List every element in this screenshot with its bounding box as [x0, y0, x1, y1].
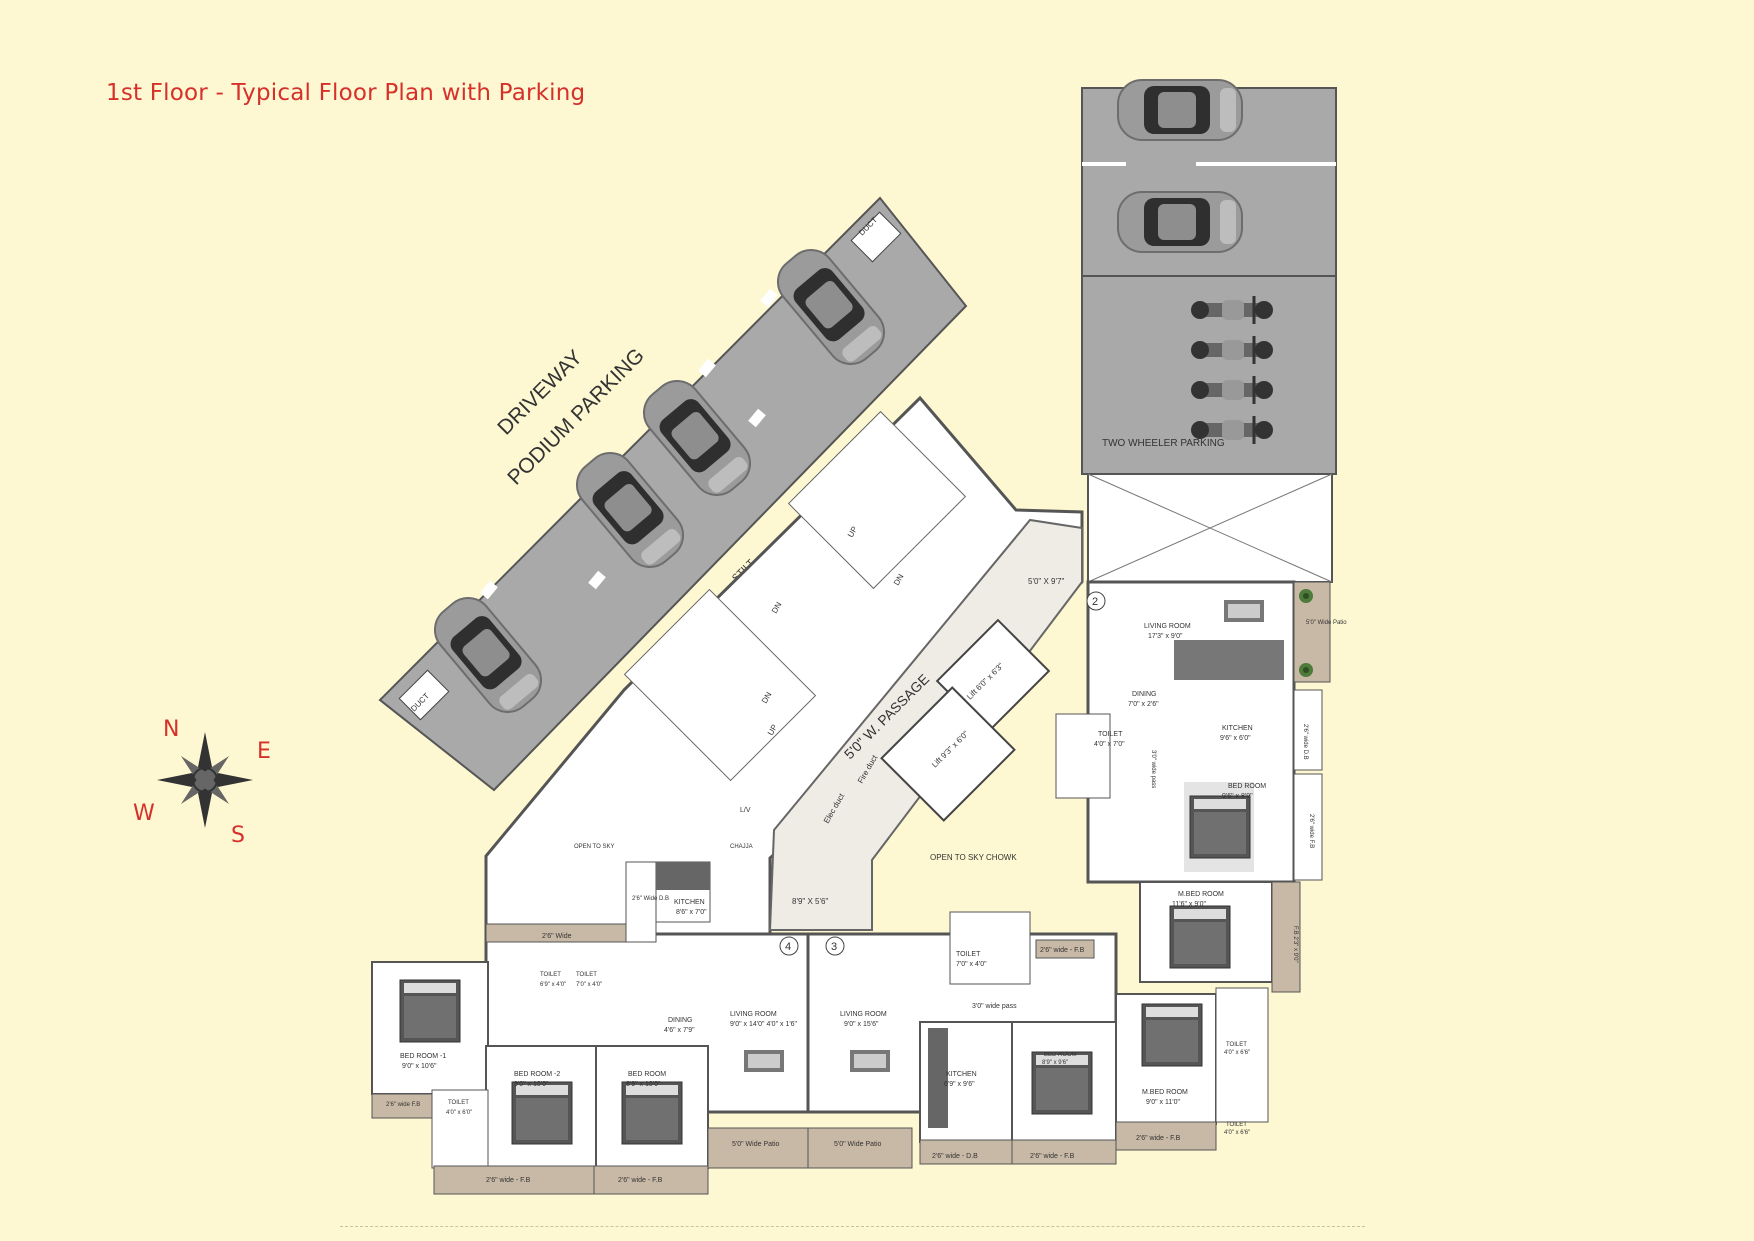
flat-2-bed: BED ROOM — [1228, 783, 1266, 790]
flat-3-kitchen: KITCHEN — [946, 1071, 977, 1078]
open-chowk-label: OPEN TO SKY CHOWK — [930, 853, 1017, 862]
flat-3-living-size: 9'0" x 15'6" — [844, 1021, 879, 1028]
flat-4-dining-size: 4'6" x 7'9" — [664, 1027, 695, 1034]
flat-2: 2 LIVING ROOM 17'3" x 9'0" 5'0" Wide Pat… — [1055, 580, 1347, 993]
flat-4-bed1: BED ROOM -1 — [400, 1053, 446, 1060]
flat-3-number: 3 — [831, 941, 837, 953]
open-sky-label: OPEN TO SKY — [574, 844, 614, 850]
passage-size: 5'0" X 9'7" — [1028, 577, 1064, 586]
flat-3-mbed-size: 9'0" x 11'0" — [1146, 1099, 1180, 1106]
flat-4-toilet3: TOILET — [448, 1100, 469, 1106]
flat-2-fb: 2'6" wide F.B — [1308, 814, 1314, 848]
flat-3-pass: 3'0" wide pass — [972, 1003, 1017, 1010]
flat-4-bed3-size: 8'9" x 10'0" — [626, 1081, 661, 1088]
flat-4-bed3: BED ROOM — [628, 1071, 666, 1078]
flat-2-patio: 5'0" Wide Patio — [1306, 620, 1347, 626]
flat-4-fb1: 2'6" wide F.B — [386, 1102, 420, 1108]
flat-3-patio: 5'0" Wide Patio — [834, 1141, 882, 1148]
chajja-label: CHAJJA — [730, 844, 753, 850]
flat-2-dining-size: 7'0" x 2'6" — [1128, 701, 1159, 708]
car-icon — [1117, 191, 1243, 253]
flat-3-toilet2: TOILET — [1226, 1042, 1247, 1048]
flat-3-fb: 2'6" wide - F.B — [1030, 1153, 1075, 1160]
flat-4-living-size: 9'0" x 14'0" 4'0" x 1'6" — [730, 1021, 798, 1028]
compass-north: N — [163, 717, 179, 742]
flat-2-living-size: 17'3" x 9'0" — [1148, 633, 1183, 640]
flat-2-mbed-size: 11'6" x 9'0" — [1172, 901, 1206, 908]
flat-4-db: 2'6" Wide D.B — [632, 896, 669, 902]
flat-3-fb3: 2'6" wide - F.B — [1040, 947, 1085, 954]
flat-4-toilet1: TOILET — [540, 972, 561, 978]
flat-4-bed2-size: 9'0" x 10'0" — [514, 1081, 549, 1088]
central-core: 5'0" W. PASSAGE 5'0" X 9'7" Lift 6'0" x … — [484, 395, 1084, 936]
flat-4-bed1-size: 9'0" x 10'6" — [402, 1063, 437, 1070]
stilt-parking: TWO WHEELER PARKING — [1081, 79, 1337, 583]
flat-3-toilet3: TOILET — [1226, 1122, 1247, 1128]
flat-2-fb2: F.B 2'3" x 9'0" — [1292, 926, 1298, 963]
flat-2-toilet-size: 4'0" x 7'0" — [1094, 741, 1125, 748]
flat-4-toilet2-size: 7'0" x 4'0" — [576, 982, 602, 988]
flat-4-number: 4 — [785, 941, 791, 953]
lv-label: L/V — [740, 807, 751, 814]
flat-4-living: LIVING ROOM — [730, 1011, 777, 1018]
flat-2-living: LIVING ROOM — [1144, 623, 1191, 630]
page-title: 1st Floor - Typical Floor Plan with Park… — [106, 80, 586, 106]
flat-2-kitchen-size: 9'6" x 6'0" — [1220, 735, 1251, 742]
flat-3-marker — [825, 936, 845, 956]
compass-south: S — [231, 823, 245, 848]
flat-3-living: LIVING ROOM — [840, 1011, 887, 1018]
flat-4-toilet1-size: 6'9" x 4'0" — [540, 982, 566, 988]
flat-3-toilet2-size: 4'0" x 6'6" — [1224, 1050, 1250, 1056]
flat-2-toilet: TOILET — [1098, 731, 1123, 738]
flat-4-kitchen-size: 8'6" x 7'0" — [676, 909, 707, 916]
flat-4-toilet3-size: 4'0" x 6'0" — [446, 1110, 472, 1116]
flat-3-bed-size: 8'9" x 9'6" — [1042, 1060, 1068, 1066]
flat-3: 3 LIVING ROOM 9'0" x 15'6" 5'0" Wide Pat… — [806, 911, 1269, 1169]
flat-4-fb3: 2'6" wide - F.B — [618, 1177, 663, 1184]
flat-3-fb2: 2'6" wide - F.B — [1136, 1135, 1181, 1142]
compass-rose-icon — [157, 732, 253, 828]
flat-2-db: 2'6" wide D.B — [1302, 724, 1308, 760]
flat-2-kitchen: KITCHEN — [1222, 725, 1253, 732]
flat-4-patio: 5'0" Wide Patio — [732, 1141, 780, 1148]
compass: N E S W — [133, 717, 271, 848]
footer-divider — [340, 1226, 1365, 1227]
flat-2-marker — [1086, 591, 1106, 611]
flat-2-pass: 3'0" wide pass — [1150, 750, 1156, 788]
flat-2-mbed: M.BED ROOM — [1178, 891, 1224, 898]
flat-4-kitchen: KITCHEN — [674, 899, 705, 906]
flat-4-fb2: 2'6" wide - F.B — [486, 1177, 531, 1184]
flat-4-bed2: BED ROOM -2 — [514, 1071, 560, 1078]
car-icon — [1117, 79, 1243, 141]
flat-4-wide: 2'6" Wide — [542, 933, 572, 940]
compass-west: W — [133, 801, 155, 826]
flat-4-marker — [779, 936, 799, 956]
flat-4-toilet2: TOILET — [576, 972, 597, 978]
lobby-size: 8'9" X 5'6" — [792, 897, 828, 906]
flat-3-toilet-size: 7'0" x 4'0" — [956, 961, 987, 968]
flat-3-mbed: M.BED ROOM — [1142, 1089, 1188, 1096]
flat-2-bed-size: 9'6" x 8'9" — [1222, 793, 1253, 800]
flat-3-bed: BED ROOM — [1044, 1052, 1077, 1058]
flat-3-toilet: TOILET — [956, 951, 981, 958]
two-wheeler-label: TWO WHEELER PARKING — [1102, 438, 1225, 449]
flat-3-toilet3-size: 4'0" x 6'6" — [1224, 1130, 1250, 1136]
flat-4-dining: DINING — [668, 1017, 693, 1024]
flat-2-dining: DINING — [1132, 691, 1157, 698]
flat-4: KITCHEN 8'6" x 7'0" 2'6" Wide D.B 2'6" W… — [371, 861, 810, 1195]
flat-2-number: 2 — [1092, 596, 1098, 608]
flat-3-db: 2'6" wide - D.B — [932, 1153, 978, 1160]
compass-east: E — [257, 739, 271, 764]
flat-3-kitchen-size: 6'9" x 9'6" — [944, 1081, 975, 1088]
